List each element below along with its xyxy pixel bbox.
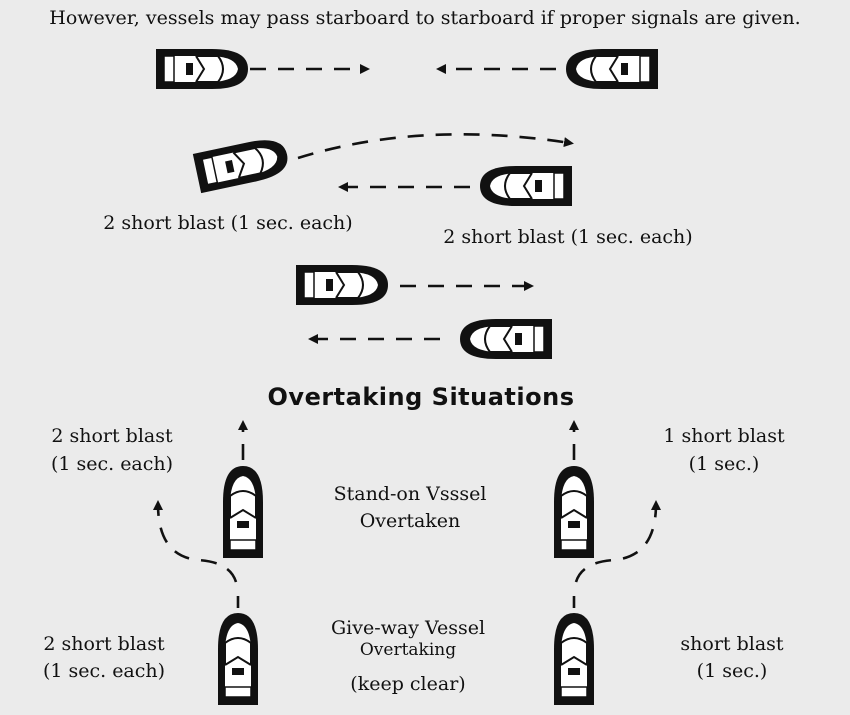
boat-row3-left	[295, 264, 389, 306]
stand-on-label-line2: Overtaken	[360, 510, 461, 532]
boat-right-stand-on	[553, 465, 595, 559]
signal-label-row2-left: 2 short blast (1 sec. each)	[103, 212, 352, 234]
give-way-label-line2: Overtaking	[360, 640, 456, 660]
signal-label-row2-right: 2 short blast (1 sec. each)	[443, 226, 692, 248]
left-bottom-signal-line1: 2 short blast	[43, 633, 165, 655]
course-arrow-right-give-way	[572, 504, 656, 608]
boat-right-give-way	[553, 612, 595, 706]
stand-on-label-line1: Stand-on Vsssel	[334, 483, 487, 505]
right-bottom-signal-line1: short blast	[680, 633, 784, 655]
section-title-overtaking: Overtaking Situations	[268, 383, 575, 411]
boat-row3-right	[459, 318, 553, 360]
give-way-label-line3: (keep clear)	[350, 673, 465, 695]
right-top-signal-line2: (1 sec.)	[689, 453, 760, 475]
right-top-signal-line1: 1 short blast	[663, 425, 785, 447]
left-top-signal-line2: (1 sec. each)	[51, 453, 173, 475]
boat-row2-left-turning	[191, 133, 293, 195]
boat-left-give-way	[217, 612, 259, 706]
left-bottom-signal-line2: (1 sec. each)	[43, 660, 165, 682]
course-arrow-row2-curved	[297, 133, 574, 160]
boat-left-stand-on	[222, 465, 264, 559]
boat-row1-left	[155, 48, 249, 90]
course-arrow-left-give-way	[158, 504, 240, 608]
header-note: However, vessels may pass starboard to s…	[49, 7, 800, 29]
boat-row1-right	[565, 48, 659, 90]
give-way-label-line1: Give-way Vessel	[331, 617, 485, 639]
right-bottom-signal-line2: (1 sec.)	[697, 660, 768, 682]
boat-row2-right	[479, 165, 573, 207]
left-top-signal-line1: 2 short blast	[51, 425, 173, 447]
